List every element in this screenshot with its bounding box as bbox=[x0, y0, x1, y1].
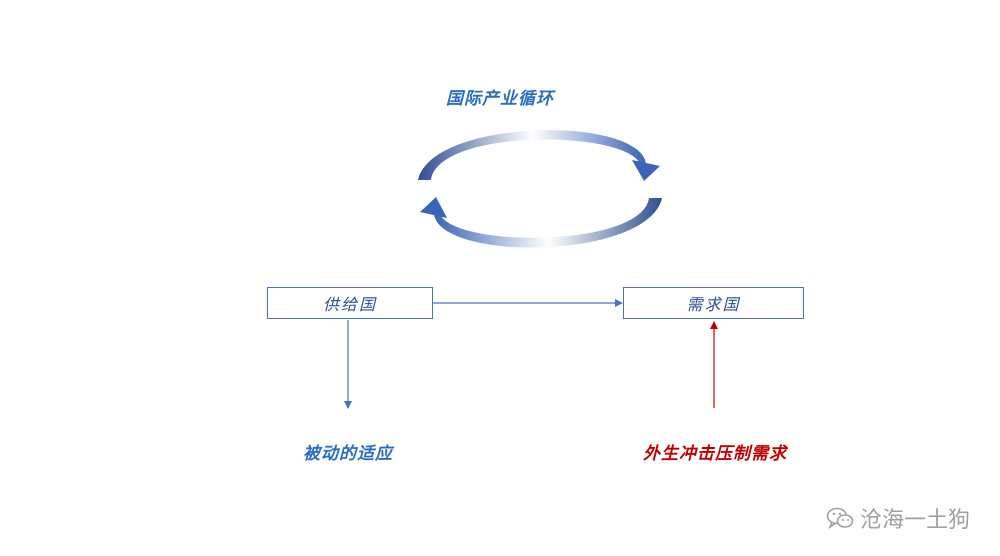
cycle-arrow-top bbox=[418, 130, 660, 181]
cycle-label: 国际产业循环 bbox=[446, 89, 554, 109]
demand-box-label: 需求国 bbox=[686, 295, 741, 314]
supplier-box-label: 供给国 bbox=[322, 295, 377, 314]
supplier-box: 供给国 bbox=[267, 287, 433, 319]
watermark-text: 沧海一土狗 bbox=[859, 508, 970, 533]
supplier-result-label: 被动的适应 bbox=[303, 444, 393, 464]
demand-cause-label: 外生冲击压制需求 bbox=[643, 444, 787, 464]
wechat-icon bbox=[826, 507, 854, 530]
watermark: 沧海一土狗 bbox=[826, 502, 970, 534]
demand-box: 需求国 bbox=[623, 287, 804, 319]
cycle-arrow-bottom bbox=[420, 197, 662, 248]
